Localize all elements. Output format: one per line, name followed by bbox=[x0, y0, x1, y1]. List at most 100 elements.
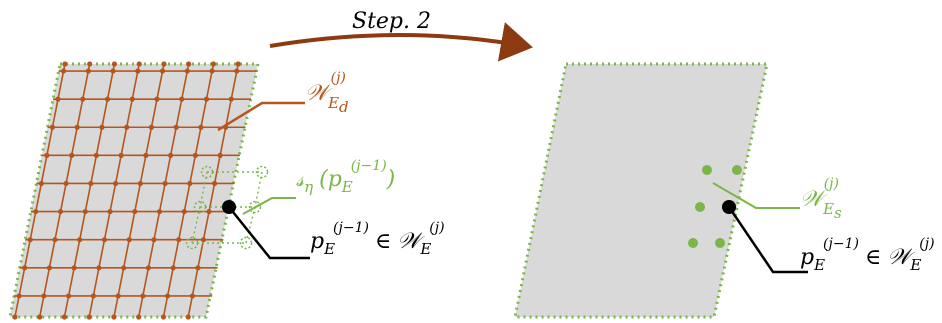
grid-point bbox=[154, 96, 160, 102]
grid-line-vertical bbox=[38, 63, 91, 318]
grid-point bbox=[118, 152, 124, 158]
grid-point bbox=[74, 124, 80, 130]
label-point-membership-left: pE(j−1)∈𝒲E(j) bbox=[310, 220, 445, 258]
grid-point bbox=[80, 96, 86, 102]
grid-point bbox=[41, 293, 47, 299]
sampled-point bbox=[702, 165, 712, 175]
grid-point bbox=[49, 124, 56, 130]
neighborhood-link bbox=[254, 171, 263, 208]
grid-point bbox=[211, 180, 218, 187]
grid-point bbox=[16, 293, 22, 299]
label-w-ed: 𝒲Ed(j) bbox=[305, 70, 349, 116]
grid-point bbox=[210, 61, 217, 67]
grid-point bbox=[161, 61, 167, 67]
grid-line-vertical bbox=[14, 63, 66, 318]
grid-point bbox=[52, 237, 58, 243]
grid-point bbox=[96, 265, 102, 271]
right-sample-points bbox=[688, 165, 742, 248]
grid-point bbox=[209, 68, 215, 74]
grid-point bbox=[165, 293, 171, 299]
grid-point bbox=[148, 124, 155, 130]
grid-line-vertical bbox=[88, 63, 140, 318]
neighborhood-link bbox=[245, 206, 256, 244]
grid-point bbox=[61, 314, 68, 320]
grid-point bbox=[186, 61, 192, 67]
grid-point bbox=[235, 61, 241, 67]
grid-point bbox=[217, 152, 223, 158]
grid-point bbox=[121, 265, 127, 271]
left-neighborhood bbox=[185, 165, 269, 250]
grid-point bbox=[136, 61, 142, 67]
grid-point bbox=[37, 314, 43, 320]
grid-point bbox=[82, 208, 88, 215]
point-leader-line-right bbox=[727, 206, 808, 274]
left-panel: 𝒲Ed(j) 𝓈η(pE(j−1)) pE(j−1)∈𝒲E(j) bbox=[8, 61, 445, 320]
grid-point bbox=[198, 124, 204, 130]
neighborhood-link bbox=[191, 206, 201, 244]
w-es-leader-line bbox=[712, 182, 800, 209]
grid-point bbox=[126, 237, 132, 243]
grid-line-vertical bbox=[162, 63, 215, 318]
grid-point bbox=[101, 237, 108, 243]
grid-point bbox=[206, 208, 212, 215]
grid-point bbox=[200, 237, 207, 243]
grid-point bbox=[27, 237, 33, 243]
grid-point bbox=[107, 208, 113, 215]
w-ed-leader-line bbox=[217, 101, 305, 132]
grid-point bbox=[132, 208, 138, 215]
grid-point bbox=[192, 152, 198, 158]
sampled-point bbox=[732, 165, 742, 175]
grid-point bbox=[136, 314, 142, 320]
grid-point bbox=[160, 314, 167, 320]
s-eta-leader-line bbox=[242, 197, 296, 215]
grid-point bbox=[187, 180, 193, 187]
right-panel: 𝒲Es(j) pE(j−1)∈𝒲E(j) bbox=[513, 62, 935, 319]
grid-point bbox=[86, 314, 92, 320]
grid-point bbox=[162, 180, 168, 187]
grid-line-vertical bbox=[137, 63, 190, 318]
right-parallelogram bbox=[513, 62, 769, 319]
label-w-es: 𝒲Es(j) bbox=[800, 176, 842, 222]
grid-point bbox=[170, 265, 176, 271]
grid-point bbox=[111, 314, 117, 320]
grid-point bbox=[129, 96, 135, 102]
grid-point bbox=[60, 68, 67, 74]
sampled-point bbox=[695, 202, 705, 212]
grid-point bbox=[111, 61, 118, 67]
grid-point bbox=[143, 152, 149, 158]
grid-point bbox=[173, 124, 179, 130]
grid-point bbox=[88, 180, 94, 187]
neighborhood-point bbox=[239, 236, 253, 250]
grid-point bbox=[104, 96, 111, 102]
grid-point bbox=[135, 68, 141, 74]
grid-point bbox=[90, 293, 96, 299]
grid-point bbox=[69, 152, 75, 158]
grid-point bbox=[57, 208, 64, 215]
grid-line-vertical bbox=[63, 63, 116, 318]
grid-point bbox=[156, 208, 163, 215]
grid-line-vertical bbox=[187, 63, 239, 318]
grid-point bbox=[66, 293, 72, 299]
grid-line-vertical bbox=[113, 63, 165, 318]
sampled-point bbox=[715, 238, 725, 248]
grid-point bbox=[234, 68, 240, 74]
grid-point bbox=[140, 293, 146, 299]
left-grid bbox=[14, 63, 257, 318]
neighborhood-point bbox=[255, 165, 269, 179]
grid-point bbox=[181, 208, 187, 215]
grid-point bbox=[33, 208, 39, 215]
point-leader-line bbox=[228, 206, 310, 260]
grid-point bbox=[71, 265, 77, 271]
grid-point bbox=[87, 61, 93, 67]
grid-point bbox=[112, 180, 119, 187]
grid-point bbox=[110, 68, 116, 74]
grid-point bbox=[203, 96, 210, 102]
left-grid-points bbox=[12, 61, 241, 320]
grid-point bbox=[159, 68, 166, 74]
grid-point bbox=[124, 124, 130, 130]
grid-point bbox=[22, 265, 28, 271]
grid-point bbox=[185, 314, 191, 320]
neighborhood-link bbox=[199, 171, 208, 208]
grid-point bbox=[55, 96, 61, 102]
